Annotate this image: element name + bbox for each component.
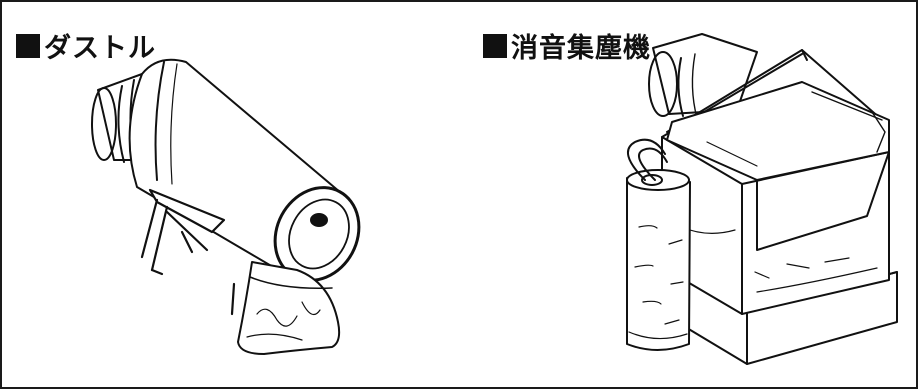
title-text-silent-dust-collector: 消音集塵機: [511, 33, 651, 64]
silent-dust-collector-illustration: [457, 2, 916, 387]
dust-collection-bag: [238, 262, 339, 354]
collector-hose: [628, 140, 667, 180]
dust-tool-illustration: [2, 2, 457, 387]
title-bullet-square: [483, 33, 507, 58]
dust-tool-stand: [142, 190, 234, 314]
collector-top-cover: [667, 82, 889, 250]
title-text-dust-tool: ダストル: [44, 33, 156, 64]
panel-silent-dust-collector: 消音集塵機: [457, 2, 916, 387]
panel-title-dust-tool: ダストル: [16, 26, 156, 65]
collector-side-cylinder: [627, 170, 690, 350]
panel-dust-tool: ダストル: [2, 2, 457, 387]
title-bullet-square: [16, 33, 40, 58]
cylinder-front-opening: [259, 173, 375, 295]
panel-title-silent-dust-collector: 消音集塵機: [483, 26, 651, 65]
